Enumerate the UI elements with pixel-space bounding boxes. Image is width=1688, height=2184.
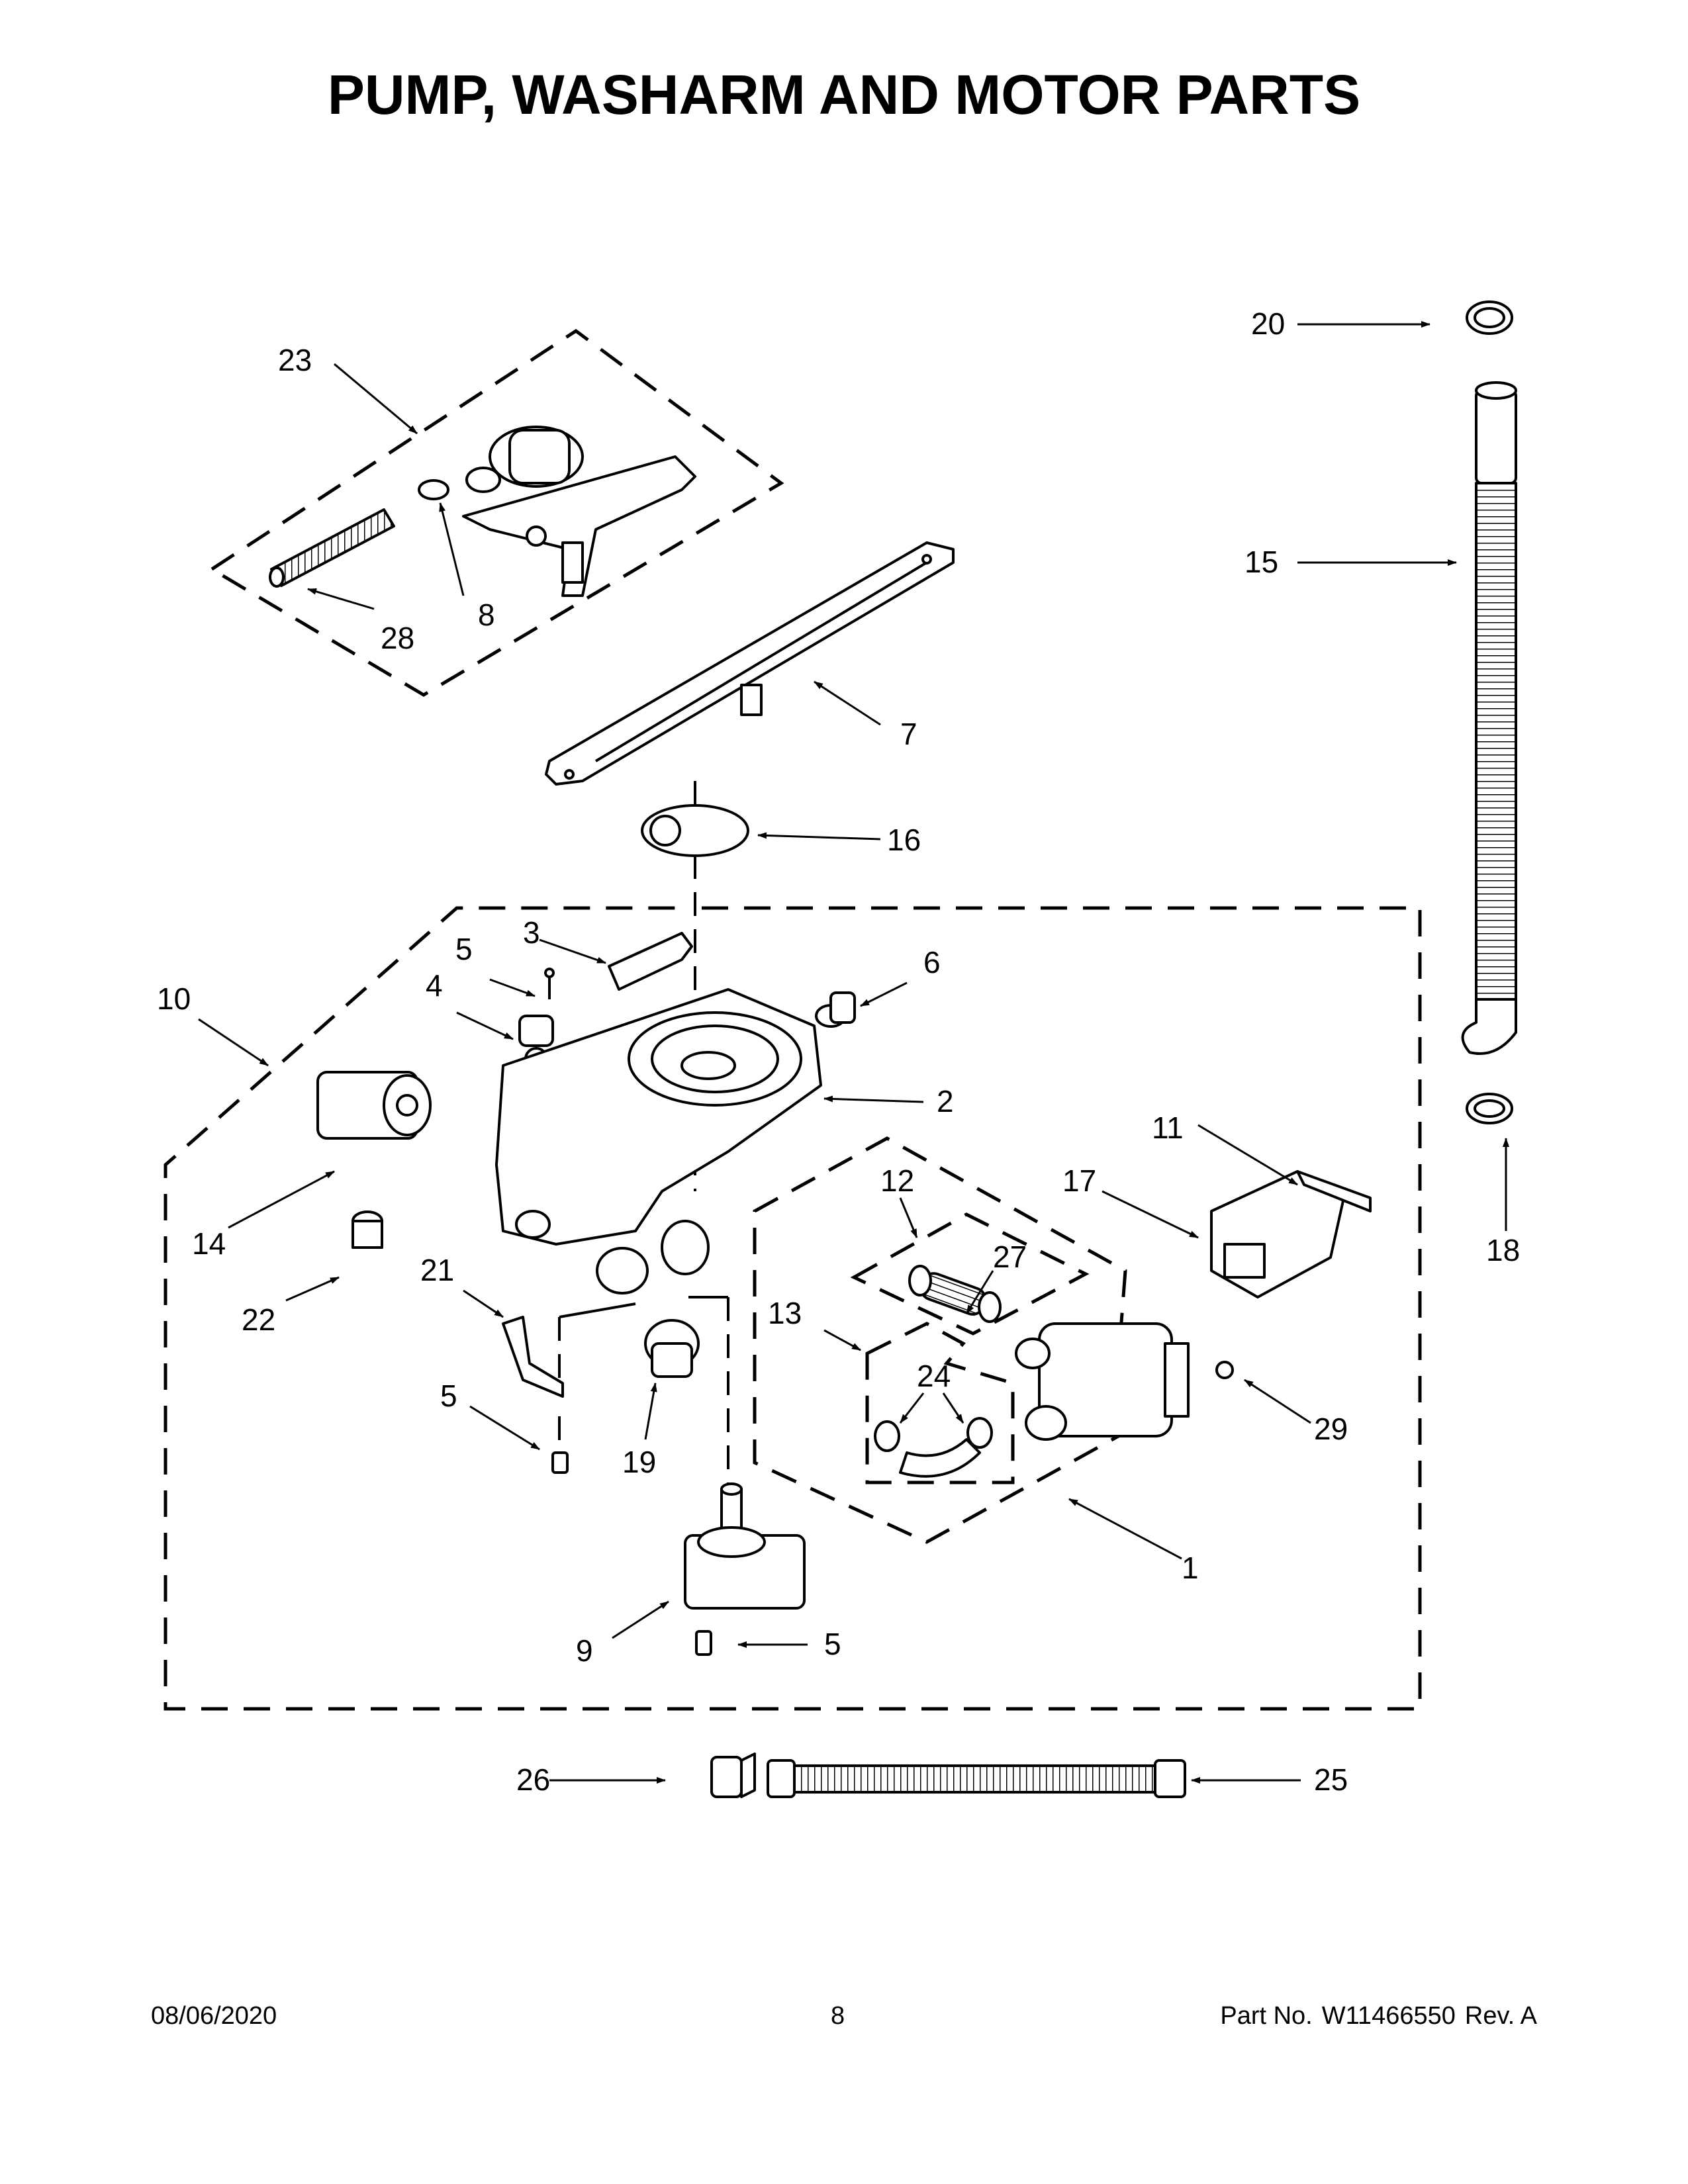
screw-part-b [551,1451,569,1474]
pump-base-part [684,1482,806,1610]
turbidity-sensor-part [644,1319,700,1378]
short-hose-part [269,508,395,588]
shield-part [1210,1170,1372,1298]
callout-2: 2 [937,1084,954,1118]
part-label: Part No. [1220,2002,1313,2030]
circulation-pump-part [1015,1322,1190,1441]
elbow-hose-part [874,1417,993,1478]
pump-hose-part [908,1265,1002,1323]
screw-part-c [695,1630,712,1656]
bracket-part [608,932,693,991]
group-23-boundary [209,328,784,697]
callout-18: 18 [1486,1233,1520,1267]
callout-7: 7 [900,717,917,751]
callout-15: 15 [1244,545,1278,579]
screw-part-a [544,968,555,999]
hose-clamp-part-bottom [1466,1093,1513,1124]
actuator-part [316,1071,432,1140]
callout-3: 3 [523,915,540,950]
callout-14: 14 [192,1226,226,1261]
drain-hose-part [1461,381,1517,1055]
callout-27: 27 [993,1240,1027,1274]
footer-date: 08/06/2020 [151,2002,277,2030]
clamp-part [418,479,449,500]
clip-part [352,1210,383,1249]
page-title: PUMP, WASHARM AND MOTOR PARTS [327,64,1361,126]
callout-28: 28 [381,621,414,655]
group-13-boundary [865,1322,1015,1484]
callout-16: 16 [887,823,921,857]
callout-22: 22 [242,1302,275,1337]
callout-23: 23 [278,343,312,377]
callout-21: 21 [420,1253,454,1287]
diverter-motor-assembly-part [462,426,696,597]
callout-6: 6 [923,945,941,979]
callout-20: 20 [1251,306,1285,341]
callout-4: 4 [426,968,443,1003]
lower-wash-arm-part [545,541,955,786]
callout-25: 25 [1314,1762,1348,1797]
callout-13: 13 [768,1296,802,1330]
callout-24: 24 [917,1359,951,1393]
callout-19: 19 [622,1445,656,1479]
callout-1: 1 [1182,1551,1199,1585]
callout-5-left: 5 [440,1379,457,1413]
part-number: W11466550 [1321,2002,1456,2030]
callout-12: 12 [880,1163,914,1198]
grommet-part [815,991,856,1028]
revision: Rev. A [1464,2002,1537,2030]
callout-5-bottom: 5 [824,1627,841,1661]
group-12-boundary [850,1212,1090,1336]
group-10-boundary [164,906,1422,1711]
sump-part [495,988,822,1295]
callout-17: 17 [1062,1163,1096,1198]
hose-clip-part [710,1752,756,1798]
callout-9: 9 [576,1633,593,1668]
hose-clamp-part-top [1466,300,1513,335]
callout-11: 11 [1152,1111,1184,1145]
callout-29: 29 [1314,1412,1348,1446]
callout-10: 10 [157,981,191,1016]
footer-page-number: 8 [831,2002,845,2030]
footer-part-number: Part No. W11466550 Rev. A [1211,2002,1537,2030]
group-1-boundary [753,1136,1182,1544]
hose-bracket-part [502,1316,564,1398]
callout-8: 8 [478,598,495,632]
screw-part-d [1215,1361,1234,1379]
callout-5-top: 5 [455,932,473,966]
callout-26: 26 [516,1762,550,1797]
drain-extension-hose-part [767,1759,1186,1798]
